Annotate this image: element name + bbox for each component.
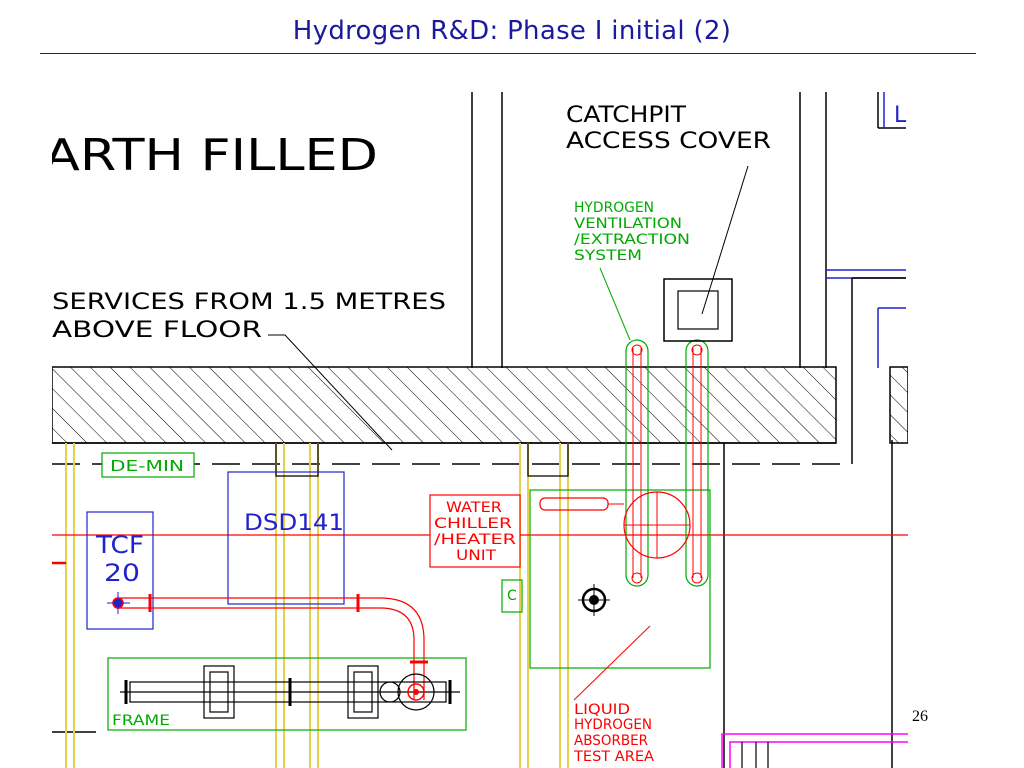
vent-label-line3: /EXTRACTION [574, 232, 690, 248]
vent-label-line1: HYDROGEN [574, 200, 654, 216]
lh2-label-line3: ABSORBER [574, 733, 648, 749]
magenta-structure [721, 733, 908, 768]
tcf-label-line2: 20 [104, 559, 140, 587]
leader-lines [268, 165, 749, 701]
hatched-slab-right [889, 366, 908, 444]
target-symbol [578, 584, 610, 616]
earth-filled-label: ARTH FILLED [44, 130, 378, 181]
lh2-test-box [529, 489, 711, 669]
lh2-label-line2: HYDROGEN [574, 717, 652, 733]
frame-label: FRAME [112, 713, 170, 729]
hatched-slab [52, 366, 837, 444]
catchpit-cover-outer [663, 278, 733, 342]
blue-labels: DSD141 TCF 20 L [95, 103, 907, 587]
chiller-box [429, 494, 521, 568]
dsd141-label: DSD141 [244, 511, 344, 536]
chiller-label-line3: /HEATER [434, 532, 516, 548]
services-label-line1: SERVICES FROM 1.5 METRES [52, 290, 446, 315]
support-brackets [275, 443, 569, 477]
yellow-lines [65, 443, 569, 768]
c-box [501, 579, 523, 613]
ventilation-ducts [625, 339, 709, 587]
demin-box [101, 452, 195, 478]
catchpit-label-line2: ACCESS COVER [566, 129, 771, 154]
vent-label-line2: VENTILATION [574, 216, 682, 232]
frame-box [107, 657, 467, 731]
lh2-label-line4: TEST AREA [573, 749, 654, 765]
slide-title: Hydrogen R&D: Phase I initial (2) [292, 16, 732, 46]
tcf20-box [86, 511, 154, 630]
catchpit-label-line1: CATCHPIT [566, 103, 687, 128]
vent-label-line4: SYSTEM [574, 248, 642, 264]
tcf-label-line1: TCF [95, 531, 144, 559]
green-labels: HYDROGEN VENTILATION /EXTRACTION SYSTEM … [110, 200, 690, 729]
red-pipe [118, 594, 428, 700]
chiller-label-line1: WATER [446, 500, 502, 516]
c-label: C [507, 588, 517, 604]
chiller-label-line2: CHILLER [434, 516, 512, 532]
black-labels: ARTH FILLED CATCHPIT ACCESS COVER SERVIC… [44, 103, 771, 343]
beamline-magnets [120, 665, 460, 719]
title-rule [40, 53, 976, 54]
catchpit-cover-inner [677, 290, 719, 330]
edge-letter-label: L [894, 103, 907, 128]
services-label-line2: ABOVE FLOOR [52, 318, 262, 343]
demin-label: DE-MIN [110, 457, 184, 475]
dsd141-box [227, 471, 345, 605]
lh2-label-line1: LIQUID [574, 702, 630, 718]
red-labels: WATER CHILLER /HEATER UNIT LIQUID HYDROG… [434, 500, 654, 765]
page-number: 26 [912, 708, 928, 725]
chiller-label-line4: UNIT [456, 548, 497, 564]
blue-structure [826, 92, 906, 368]
